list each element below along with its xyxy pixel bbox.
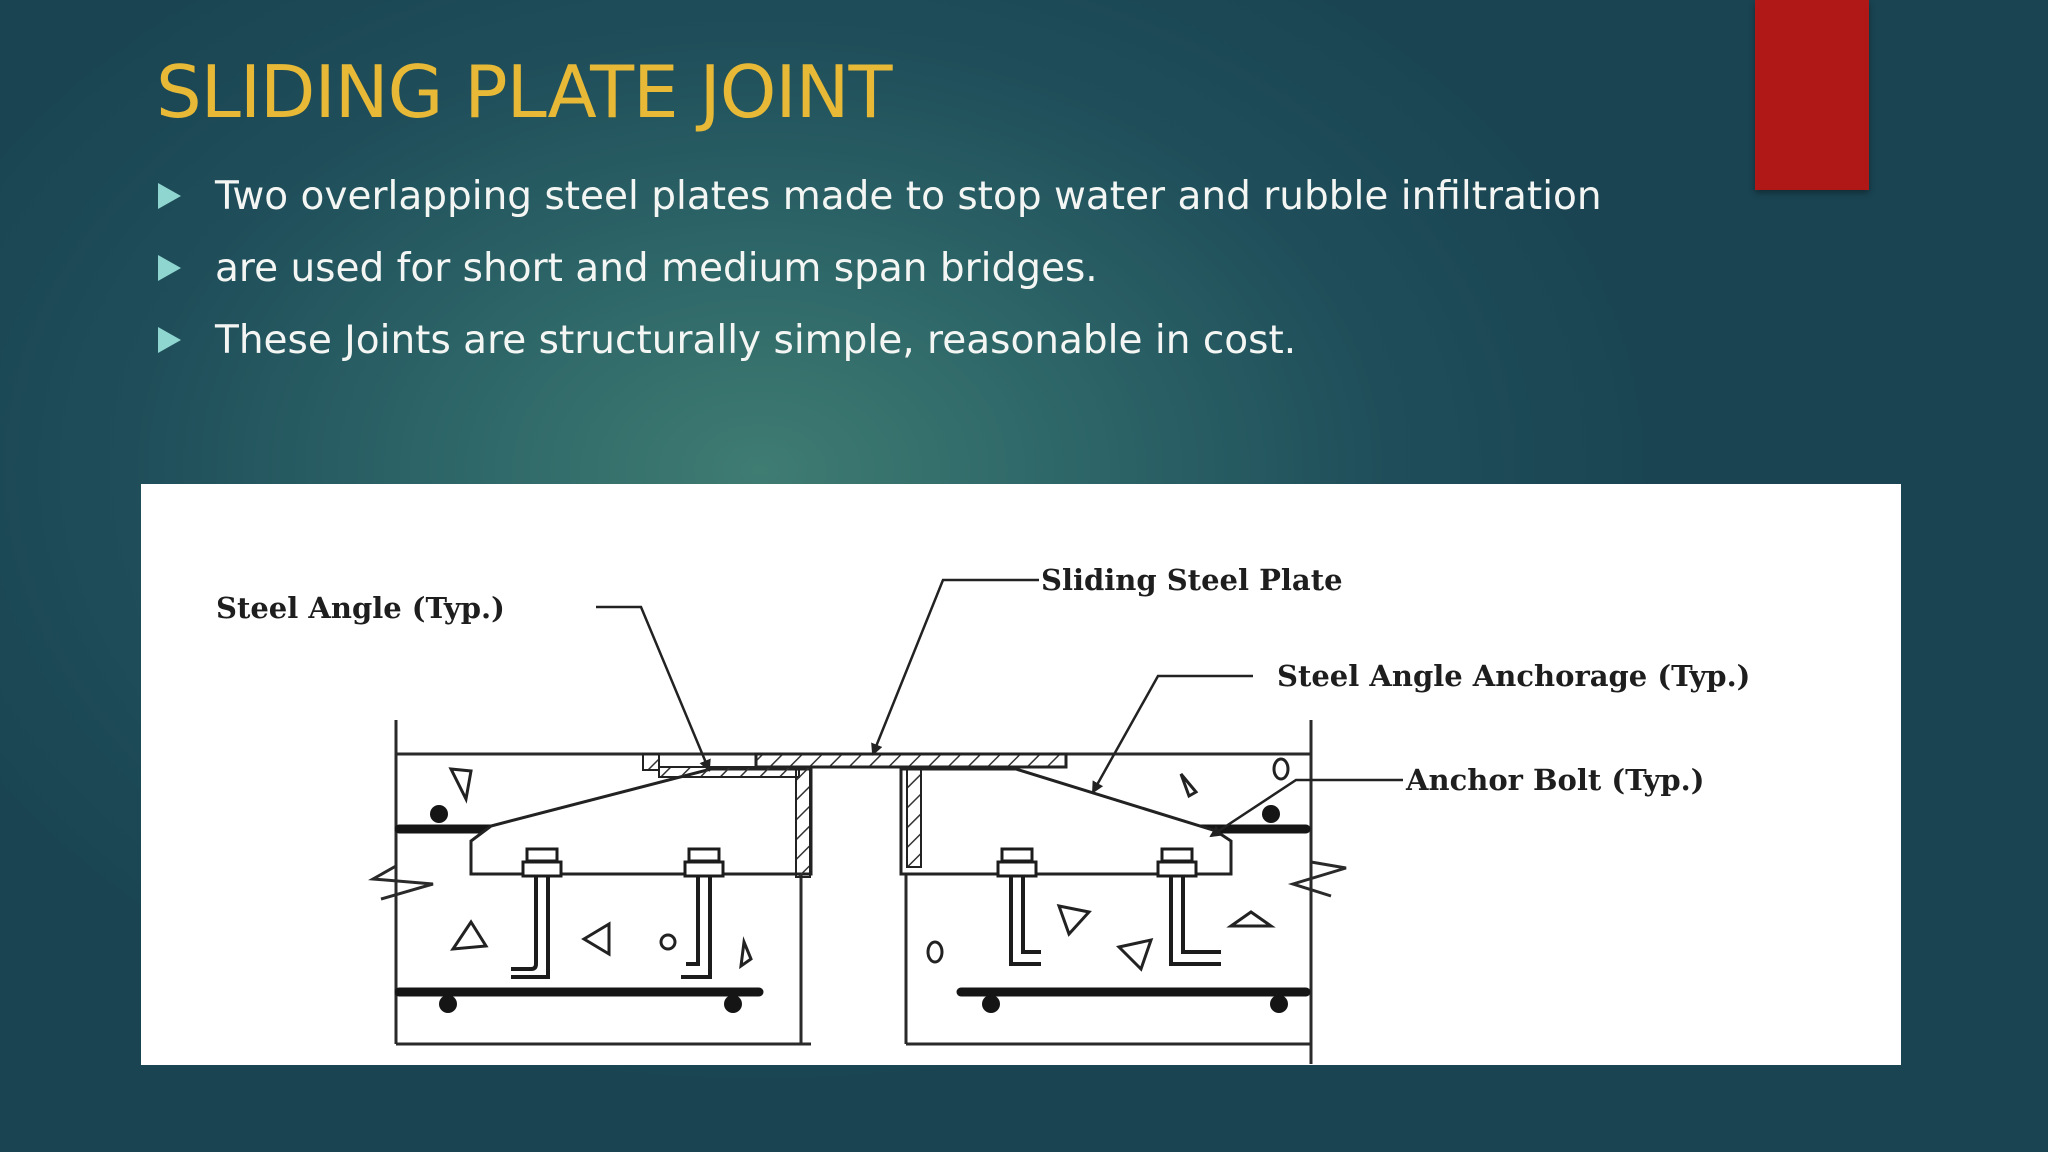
concrete-outlines — [368, 720, 1347, 1064]
bullet-text: These Joints are structurally simple, re… — [215, 317, 1297, 363]
slide-title: SLIDING PLATE JOINT — [156, 50, 892, 134]
bullet-text: Two overlapping steel plates made to sto… — [215, 173, 1602, 219]
label-steel-angle: Steel Angle (Typ.) — [216, 591, 505, 625]
bullet-list: Two overlapping steel plates made to sto… — [156, 160, 1602, 376]
label-steel-angle-anchorage: Steel Angle Anchorage (Typ.) — [1277, 659, 1750, 693]
sliding-steel-plate — [642, 752, 1068, 878]
leader-lines — [596, 578, 1403, 838]
aggregate-symbols — [448, 757, 1290, 972]
label-anchor-bolt: Anchor Bolt (Typ.) — [1405, 763, 1704, 797]
label-sliding-steel-plate: Sliding Steel Plate — [1041, 563, 1343, 597]
red-accent-bar — [1755, 0, 1869, 190]
bullet-item: are used for short and medium span bridg… — [156, 232, 1602, 304]
steel-angle-anchorages — [469, 767, 1233, 876]
anchor-bolts — [511, 859, 1221, 979]
triangle-bullet-icon — [158, 183, 181, 209]
bullet-text: are used for short and medium span bridg… — [215, 245, 1098, 291]
bullet-item: These Joints are structurally simple, re… — [156, 304, 1602, 376]
joint-diagram-panel: Steel Angle (Typ.) Sliding Steel Plate S… — [141, 484, 1901, 1065]
triangle-bullet-icon — [158, 255, 181, 281]
triangle-bullet-icon — [158, 327, 181, 353]
sliding-plate-joint-diagram: Steel Angle (Typ.) Sliding Steel Plate S… — [216, 563, 1750, 1064]
rebar-dots — [430, 805, 1288, 1013]
bolt-nuts — [521, 847, 1198, 878]
bullet-item: Two overlapping steel plates made to sto… — [156, 160, 1602, 232]
